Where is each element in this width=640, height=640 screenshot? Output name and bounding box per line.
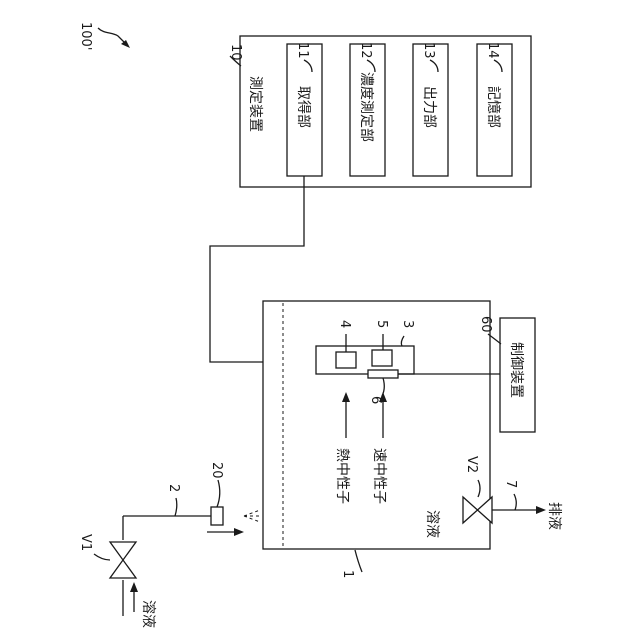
tank-box <box>263 301 490 549</box>
inlet-valve-v1 <box>110 542 136 578</box>
measuring-device: 10 測定装置 取得部 11 濃度測定部 12 出力部 13 記憶部 14 <box>228 36 531 187</box>
sensor-element-5 <box>372 350 392 366</box>
figure-ref-arrow <box>98 28 126 44</box>
sensor-element-5-ref: 5 <box>374 320 389 328</box>
storage-unit-label: 記憶部 <box>485 86 502 128</box>
output-unit-ref: 13 <box>421 42 436 59</box>
inlet-spray <box>244 510 260 522</box>
outlet-pipe-ref-leader <box>514 494 516 510</box>
outlet-arrowhead <box>536 506 546 514</box>
storage-unit-ref: 14 <box>485 42 500 59</box>
concentration-unit-ref: 12 <box>358 42 373 59</box>
outlet-pipe-ref: 7 <box>503 480 518 488</box>
figure-ref: 100' <box>78 22 93 50</box>
sensor-element-6 <box>368 370 398 378</box>
inlet-nozzle <box>211 507 223 525</box>
fast-neutron-label: 速中性子 <box>371 448 387 504</box>
sensor-box <box>316 346 414 374</box>
sensor-element-4-ref: 4 <box>337 320 352 328</box>
tank-liquid-label: 溶液 <box>424 510 440 538</box>
inlet-liquid-label: 溶液 <box>140 600 156 628</box>
inlet-pipe-ref-leader <box>175 498 177 516</box>
sensor-element-4 <box>336 352 356 368</box>
acquisition-unit-ref: 11 <box>295 42 310 59</box>
inlet-nozzle-ref: 20 <box>209 462 224 479</box>
inlet: V1 2 20 溶液 <box>78 462 260 628</box>
measuring-device-ref: 10 <box>228 44 243 61</box>
inlet-supply-arrowhead <box>130 582 138 592</box>
outlet-valve-label: V2 <box>464 456 479 473</box>
inlet-pipe-ref: 2 <box>166 484 181 492</box>
control-device-ref: 60 <box>478 316 493 333</box>
inlet-valve-leader <box>94 554 110 560</box>
concentration-unit-label: 濃度測定部 <box>358 72 374 142</box>
acquisition-unit-label: 取得部 <box>295 86 312 128</box>
tank-ref: 1 <box>340 570 355 578</box>
measuring-device-label: 測定装置 <box>247 76 263 132</box>
thermal-neutron-label: 熱中性子 <box>334 448 350 504</box>
inlet-nozzle-ref-leader <box>217 480 220 507</box>
tank-ref-leader <box>355 550 362 572</box>
inlet-valve-label: V1 <box>78 534 93 551</box>
tank: 溶液 1 <box>263 301 490 578</box>
outlet-drain-label: 排液 <box>546 502 562 530</box>
inlet-flow-arrowhead <box>234 528 244 536</box>
control-device-label: 制御装置 <box>508 342 524 398</box>
sensor-ref: 3 <box>400 320 415 328</box>
output-unit-label: 出力部 <box>421 86 437 128</box>
